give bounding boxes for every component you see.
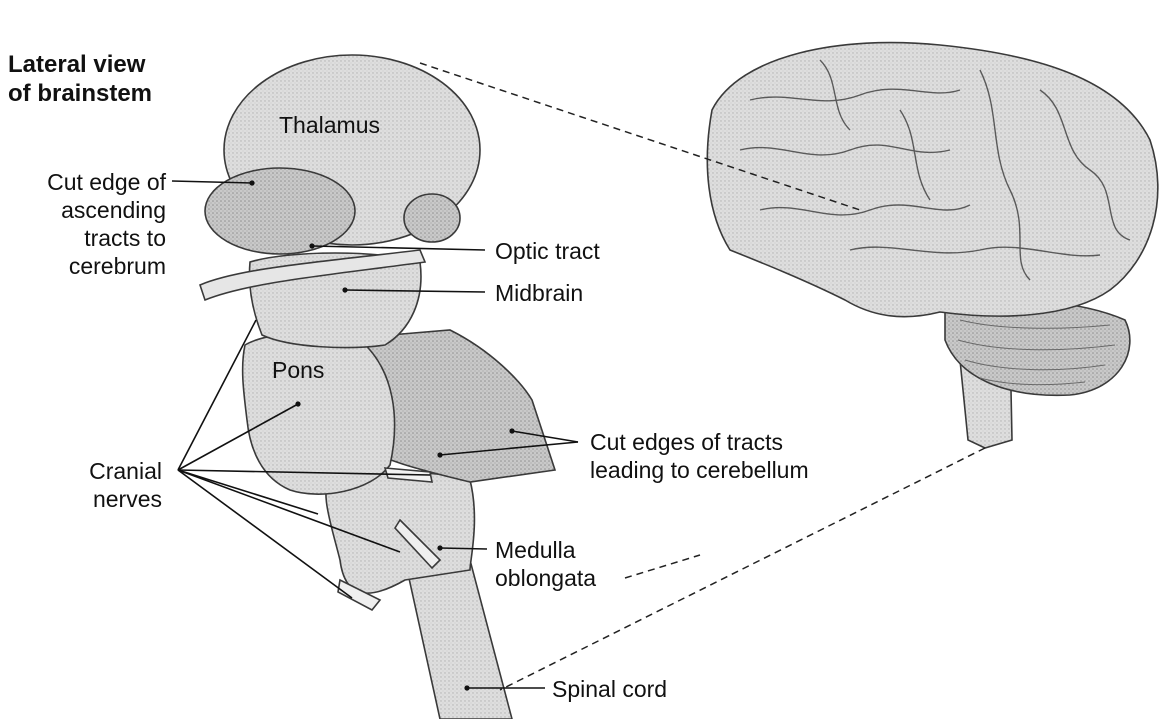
label-thalamus: Thalamus (279, 111, 380, 139)
dot-spinal-cord (464, 685, 469, 690)
dot-midbrain (342, 287, 347, 292)
figure-title: Lateral view of brainstem (8, 50, 152, 108)
label-cranial-line-1: Cranial (40, 457, 162, 485)
label-spinal-cord: Spinal cord (552, 675, 667, 703)
dot-cerebellum-2 (437, 452, 442, 457)
label-cranial-nerves: Cranial nerves (40, 457, 162, 513)
dot-cerebellum-1 (509, 428, 514, 433)
cut-edge-oval-shape (205, 168, 355, 254)
label-medulla-line-1: Medulla (495, 536, 596, 564)
dashed-connector-medulla (625, 555, 700, 578)
leader-optic-tract (312, 246, 485, 250)
dot-medulla (437, 545, 442, 550)
label-cerebellum-line-2: leading to cerebellum (590, 456, 809, 484)
label-cranial-line-2: nerves (40, 485, 162, 513)
label-medulla-line-2: oblongata (495, 564, 596, 592)
label-midbrain: Midbrain (495, 279, 583, 307)
label-optic-tract: Optic tract (495, 237, 600, 265)
brainstem-illustration (200, 55, 555, 719)
whole-brain-illustration (707, 43, 1158, 448)
label-cut-edges-cerebellum: Cut edges of tracts leading to cerebellu… (590, 428, 809, 484)
figure-title-line-2: of brainstem (8, 79, 152, 108)
dot-cranial-2 (295, 401, 300, 406)
label-cut-edge-line-3: tracts to (6, 224, 166, 252)
figure-title-line-1: Lateral view (8, 50, 152, 79)
label-cerebellum-line-1: Cut edges of tracts (590, 428, 809, 456)
label-cut-edge-line-4: cerebrum (6, 252, 166, 280)
label-cut-edge-line-1: Cut edge of (6, 168, 166, 196)
label-cut-edge-line-2: ascending (6, 196, 166, 224)
leader-medulla (440, 548, 487, 549)
cerebrum-shape (707, 43, 1158, 317)
label-medulla-oblongata: Medulla oblongata (495, 536, 596, 592)
label-pons: Pons (272, 356, 324, 384)
geniculate-shape (404, 194, 460, 242)
dot-optic-tract (309, 243, 314, 248)
dot-cut-edge (249, 180, 254, 185)
label-cut-edge-ascending: Cut edge of ascending tracts to cerebrum (6, 168, 166, 280)
